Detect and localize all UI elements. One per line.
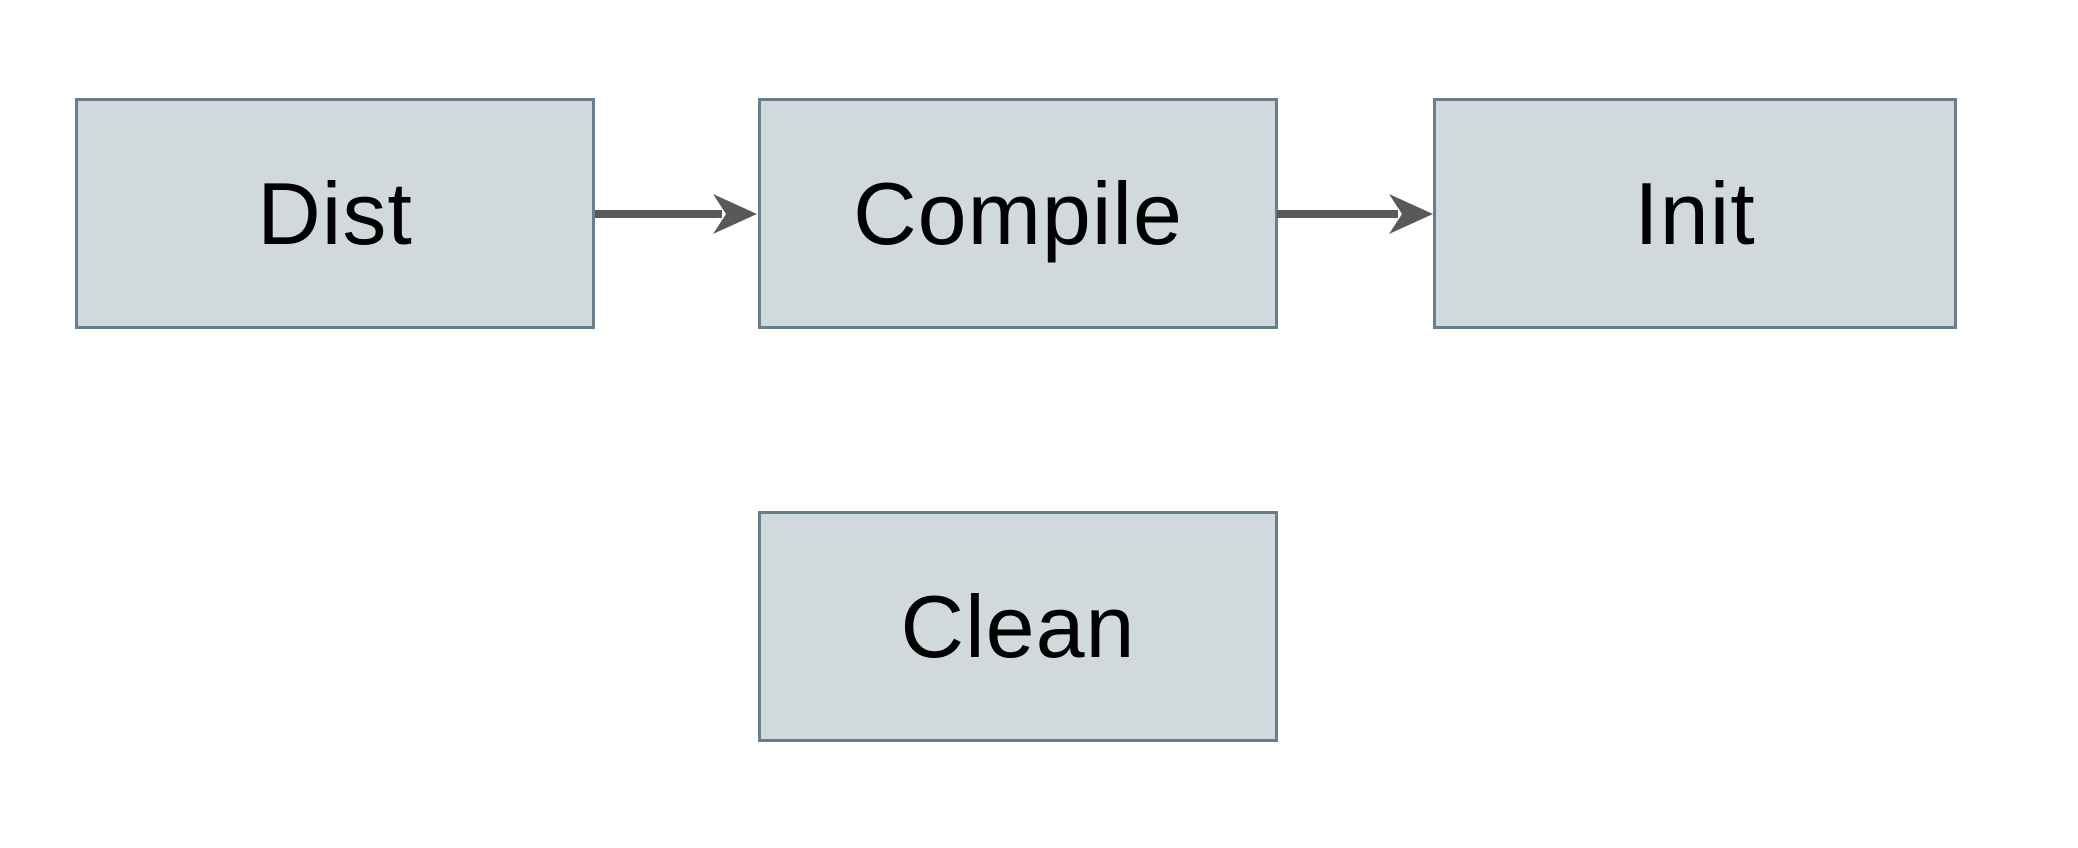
edge-dist-to-compile[interactable] — [595, 184, 757, 244]
arrowhead-right-icon — [713, 194, 757, 234]
arrowhead-right-icon — [1389, 194, 1433, 234]
edge-compile-to-init[interactable] — [1277, 184, 1433, 244]
node-init-label: Init — [1634, 163, 1756, 263]
node-init[interactable]: Init — [1433, 98, 1957, 329]
node-dist[interactable]: Dist — [75, 98, 595, 329]
node-clean-label: Clean — [900, 576, 1136, 676]
node-clean[interactable]: Clean — [758, 511, 1278, 742]
node-compile[interactable]: Compile — [758, 98, 1278, 329]
node-dist-label: Dist — [257, 163, 413, 263]
node-compile-label: Compile — [853, 163, 1183, 263]
